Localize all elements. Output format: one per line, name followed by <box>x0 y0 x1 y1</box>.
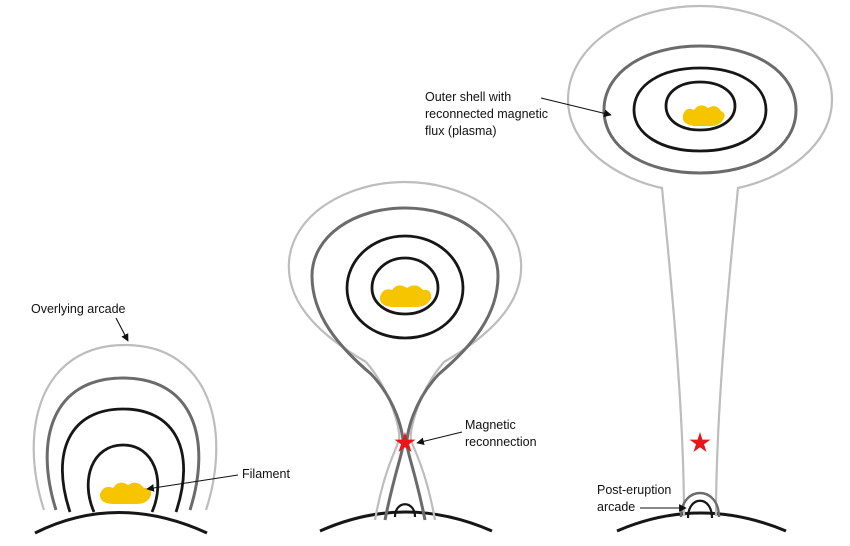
post-eruption-loop <box>393 503 417 518</box>
label-line: Post-eruption <box>597 483 671 497</box>
outer-flux-loop <box>287 180 523 521</box>
stage-2-reconnection <box>287 180 523 533</box>
label-line: Magnetic <box>465 418 516 432</box>
inner-flux-rope-ring <box>345 234 465 340</box>
middle-flux-loop <box>310 206 500 521</box>
reconnection-star <box>394 432 416 452</box>
post-eruption-inner-loop <box>686 499 714 519</box>
inner-flux-loop <box>61 407 185 513</box>
solar-surface <box>319 510 493 533</box>
flux-rope-loop <box>86 443 160 513</box>
solar-surface <box>34 511 208 535</box>
label-post-eruption-arcade: Post-eruption arcade <box>597 483 675 514</box>
label-line: reconnected magnetic <box>425 107 548 121</box>
pointer-filament <box>146 474 239 492</box>
label-filament: Filament <box>242 467 290 481</box>
label-outer-shell: Outer shell with reconnected magnetic fl… <box>425 90 551 138</box>
label-magnetic-reconnection: Magnetic reconnection <box>465 418 537 449</box>
label-line: flux (plasma) <box>425 124 497 138</box>
outer-shell-loop <box>566 4 834 517</box>
stage-3-eruption <box>566 4 834 533</box>
pointer-overlying-arcade <box>115 317 129 342</box>
label-overlying-arcade: Overlying arcade <box>31 302 126 316</box>
filament <box>682 105 725 127</box>
label-line: Outer shell with <box>425 90 511 104</box>
inner-flux-rope-ring <box>632 66 768 153</box>
filament <box>99 482 152 504</box>
reconnection-star <box>689 432 711 452</box>
filament <box>379 285 432 307</box>
annotations: Overlying arcade Filament Magnetic recon… <box>31 90 687 514</box>
pointer-magnetic-reconnection <box>416 431 463 446</box>
solar-surface <box>616 511 787 533</box>
label-line: arcade <box>597 500 635 514</box>
stage-1-pre-eruption <box>32 343 218 535</box>
core-flux-rope-ring <box>664 80 737 132</box>
pointer-outer-shell <box>540 97 612 118</box>
middle-flux-loop <box>45 376 201 511</box>
overlying-arcade-loop <box>32 343 218 511</box>
label-line: reconnection <box>465 435 537 449</box>
core-flux-rope-ring <box>370 256 440 316</box>
outer-reconnected-ring <box>602 44 798 175</box>
